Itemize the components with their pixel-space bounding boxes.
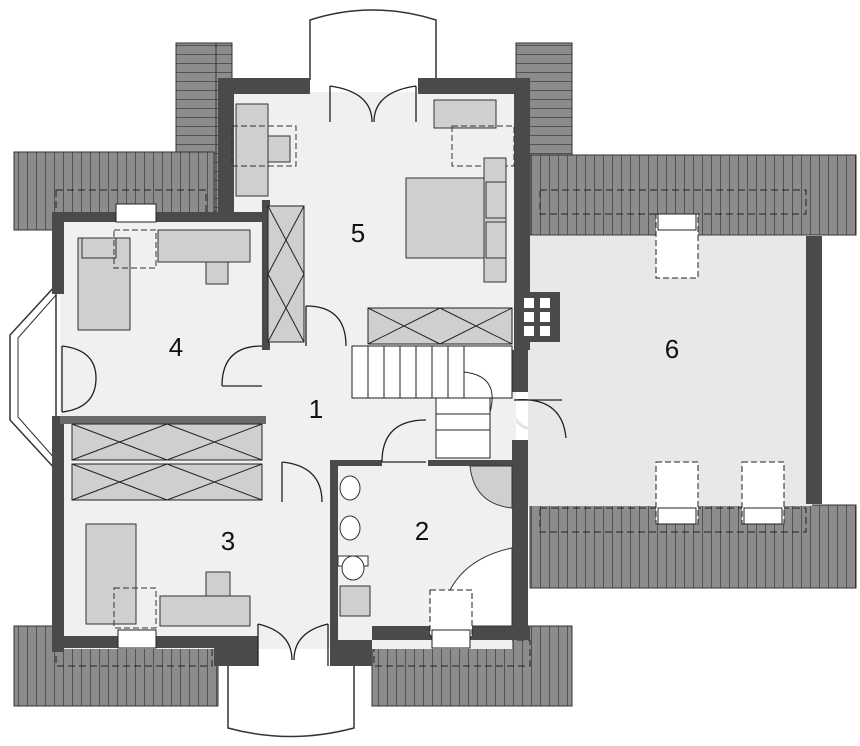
room-label-6: 6: [665, 334, 679, 364]
toilet-room-2: [341, 555, 365, 581]
room-label-5: 5: [351, 218, 365, 248]
chimney: [516, 292, 560, 342]
walls: [52, 78, 822, 666]
balcony-bottom: [227, 664, 355, 738]
bay-window-left: [9, 283, 57, 472]
dresser-room-5: [433, 99, 497, 129]
room-label-3: 3: [221, 526, 235, 556]
room-label-1: 1: [309, 394, 323, 424]
desk-room-5: [235, 103, 269, 197]
roof-windows: [115, 203, 785, 649]
room-label-4: 4: [169, 332, 183, 362]
bed-room-3: [85, 523, 137, 625]
room-labels: 1 2 3 4 5 6: [169, 218, 679, 556]
washer-room-2: [339, 585, 371, 617]
desk-room-3: [159, 595, 251, 627]
attic-area: [528, 236, 812, 506]
wardrobes: [71, 205, 513, 501]
room-label-2: 2: [415, 516, 429, 546]
bed-room-5: [405, 177, 485, 259]
staircase: [351, 345, 513, 459]
desk-room-4: [157, 229, 251, 263]
doors: [61, 85, 567, 666]
shower-room-2: [469, 465, 513, 509]
balcony-top: [309, 9, 437, 80]
